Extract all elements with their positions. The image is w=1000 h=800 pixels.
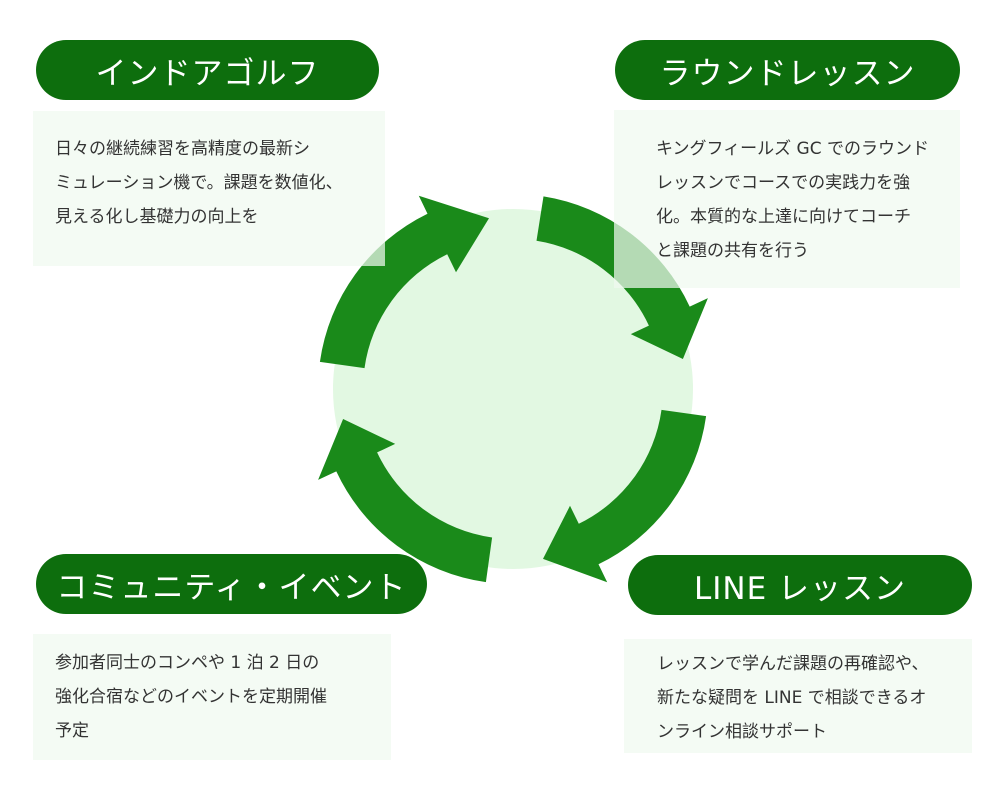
node-title-indoor-golf: インドアゴルフ xyxy=(36,40,379,100)
arrow-clockwise-icon xyxy=(319,195,489,369)
arrow-clockwise-icon xyxy=(318,419,493,583)
node-description-line-lesson: レッスンで学んだ課題の再確認や、 新たな疑問を LINE で相談できるオ ンライ… xyxy=(624,639,972,753)
cycle-arrows xyxy=(318,195,708,583)
node-description-round-lesson: キングフィールズ GC でのラウンド レッスンでコースでの実践力を強 化。本質的… xyxy=(614,110,960,288)
node-title-line-lesson: LINE レッスン xyxy=(628,555,972,615)
node-title-community-event: コミュニティ・イベント xyxy=(36,554,427,614)
center-circle xyxy=(333,209,693,569)
arrow-clockwise-icon xyxy=(543,409,707,583)
node-description-indoor-golf: 日々の継続練習を高精度の最新シ ミュレーション機で。課題を数値化、 見える化し基… xyxy=(33,111,385,266)
node-title-round-lesson: ラウンドレッスン xyxy=(615,40,960,100)
node-description-community-event: 参加者同士のコンペや 1 泊 2 日の 強化合宿などのイベントを定期開催 予定 xyxy=(33,634,391,760)
